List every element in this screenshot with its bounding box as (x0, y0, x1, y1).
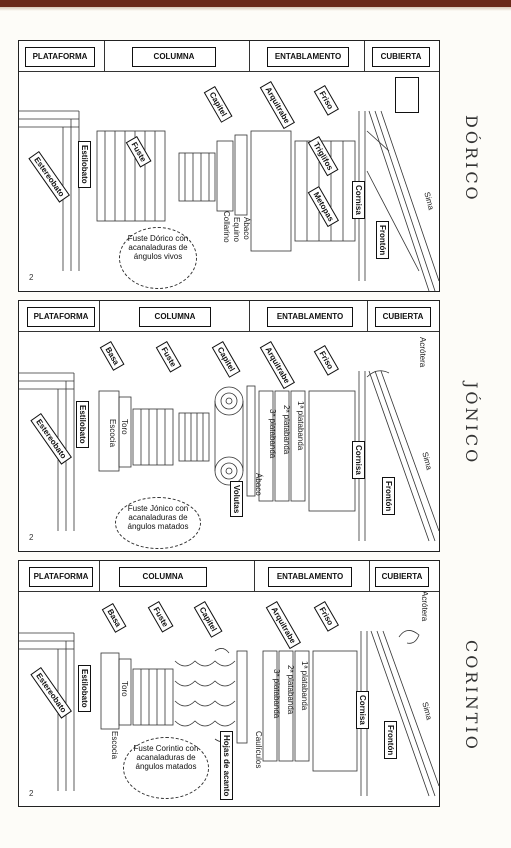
header-cubierta: CUBIERTA (375, 307, 431, 327)
margin-mark: 2 (29, 533, 34, 542)
title-jonico: JÓNICO (462, 382, 481, 466)
header-entablamento: ENTABLAMENTO (267, 47, 349, 67)
label-cornisa: Cornisa (356, 691, 369, 729)
panel-dorico: PLATAFORMA COLUMNA ENTABLAMENTO CUBIERTA… (18, 40, 440, 292)
corintio-drawing (19, 630, 439, 797)
blank-answer-box (395, 77, 419, 113)
header-plataforma: PLATAFORMA (27, 307, 95, 327)
label-toro: Toro (120, 681, 129, 697)
label-platabanda-3: 3ª platabanda (272, 669, 281, 719)
label-estilobato: Estilobato (78, 141, 91, 188)
header-cell-cubierta: CUBIERTA (367, 301, 439, 332)
label-fronton: Frontón (376, 221, 389, 260)
label-estilobato: Estilobato (78, 665, 91, 712)
header-cell-columna: COLUMNA (104, 41, 250, 72)
panel-jonico: PLATAFORMA COLUMNA ENTABLAMENTO CUBIERTA (18, 300, 440, 552)
callout-fuste-corintio: Fuste Corintio con acanaladuras de ángul… (123, 737, 209, 799)
label-equino: Equino (232, 217, 241, 242)
header-entablamento: ENTABLAMENTO (267, 307, 353, 327)
callout-fuste-dorico: Fuste Dórico con acanaladuras de ángulos… (119, 227, 197, 289)
margin-mark: 2 (29, 273, 34, 282)
label-acrotera: Acrótera (420, 591, 429, 622)
label-collarino: Collarino (222, 211, 231, 243)
header-plataforma: PLATAFORMA (29, 567, 93, 587)
label-toro: Toro (120, 419, 129, 435)
label-estilobato: Estilobato (76, 401, 89, 448)
label-abaco: Ábaco (242, 217, 251, 240)
label-escocia: Escocia (108, 419, 117, 448)
label-platabanda-1: 1ª platabanda (300, 661, 309, 711)
label-volutas: Volutas (230, 481, 243, 518)
margin-mark: 2 (29, 789, 34, 798)
label-platabanda-2: 2ª platabanda (286, 665, 295, 715)
label-caulicolos: Caulículos (254, 731, 263, 769)
header-columna: COLUMNA (132, 47, 216, 67)
title-dorico: DÓRICO (462, 115, 481, 203)
callout-fuste-jonico: Fuste Jónico con acanaladuras de ángulos… (115, 497, 201, 549)
header-cell-cubierta: CUBIERTA (364, 41, 439, 72)
header-cell-plataforma: PLATAFORMA (19, 301, 100, 332)
header-cubierta: CUBIERTA (375, 567, 429, 587)
panel-corintio: PLATAFORMA COLUMNA ENTABLAMENTO CUBIERTA… (18, 560, 440, 807)
header-columna: COLUMNA (139, 307, 211, 327)
label-platabanda-2: 2ª platabanda (282, 405, 291, 455)
header-cubierta: CUBIERTA (372, 47, 430, 67)
header-entablamento: ENTABLAMENTO (268, 567, 352, 587)
top-shade (0, 7, 511, 11)
label-abaco: Ábaco (254, 473, 263, 496)
header-cell-entablamento: ENTABLAMENTO (249, 301, 368, 332)
label-hojas-acanto: Hojas de acanto (220, 731, 233, 801)
header-cell-columna: COLUMNA (99, 561, 255, 592)
header-cell-plataforma: PLATAFORMA (19, 41, 105, 72)
header-cell-entablamento: ENTABLAMENTO (249, 41, 365, 72)
label-cornisa: Cornisa (352, 441, 365, 479)
header-plataforma: PLATAFORMA (25, 47, 95, 67)
top-edge (0, 0, 511, 7)
label-acrotera: Acrótera (418, 337, 427, 368)
header-cell-columna: COLUMNA (99, 301, 250, 332)
label-platabanda-1: 1ª platabanda (296, 401, 305, 451)
label-escocia: Escocia (110, 731, 119, 760)
header-cell-entablamento: ENTABLAMENTO (254, 561, 370, 592)
dorico-drawing (19, 110, 439, 291)
header-columna: COLUMNA (119, 567, 207, 587)
label-cornisa: Cornisa (352, 181, 365, 219)
title-corintio: CORINTIO (462, 640, 481, 752)
header-cell-plataforma: PLATAFORMA (19, 561, 100, 592)
label-fronton: Frontón (382, 477, 395, 516)
label-platabanda-3: 3ª platabanda (268, 409, 277, 459)
header-cell-cubierta: CUBIERTA (369, 561, 439, 592)
label-fronton: Frontón (384, 721, 397, 760)
